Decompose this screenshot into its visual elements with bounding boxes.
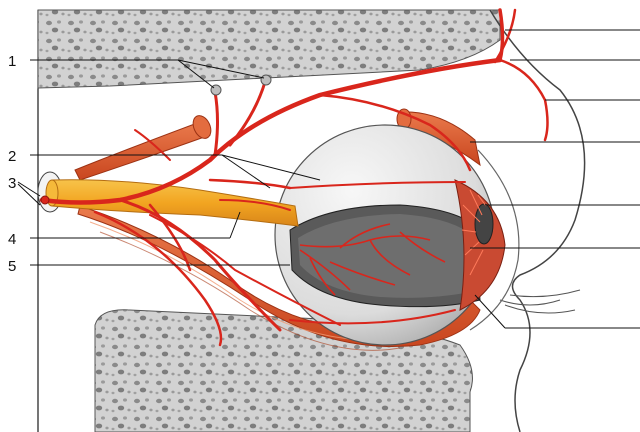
label-1: 1 xyxy=(8,53,16,70)
leader-lines-right xyxy=(470,30,640,328)
label-4: 4 xyxy=(8,231,16,248)
label-5: 5 xyxy=(8,258,16,275)
pupil xyxy=(475,204,493,244)
eyelid-profile xyxy=(490,10,585,432)
label-3: 3 xyxy=(8,175,16,192)
foramen-1b xyxy=(261,75,271,85)
artery-origin xyxy=(41,196,49,204)
eyelashes xyxy=(500,290,580,313)
label-2: 2 xyxy=(8,148,16,165)
